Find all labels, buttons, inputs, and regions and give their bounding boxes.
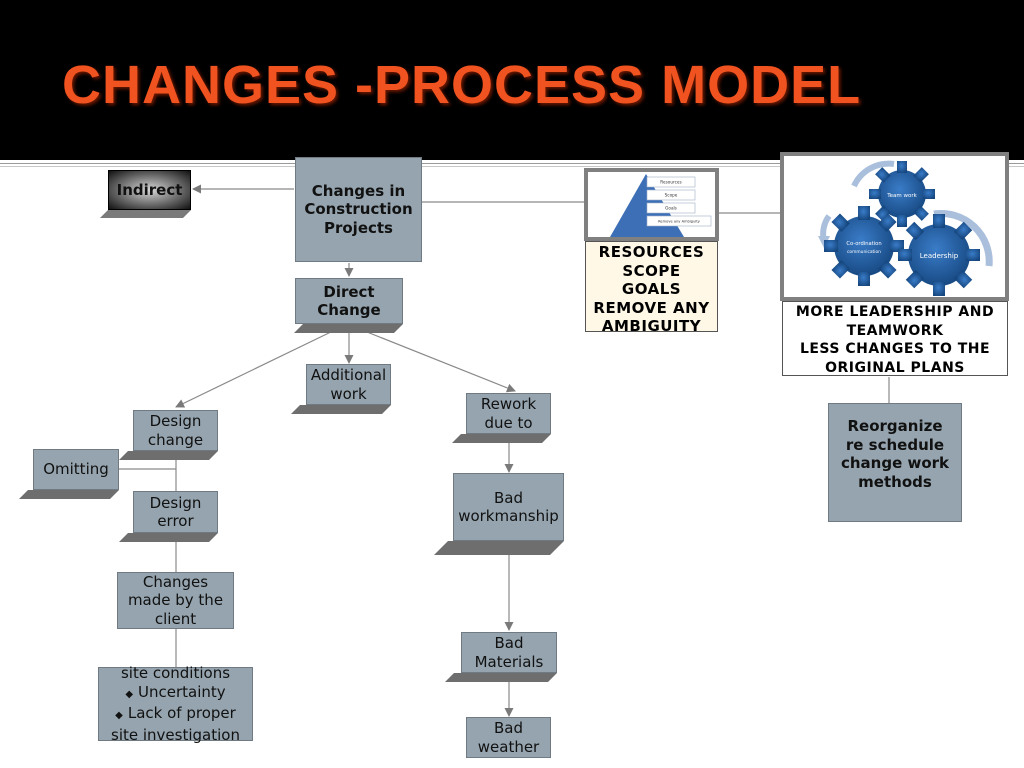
node-line: error <box>157 512 194 530</box>
gears-caption: MORE LEADERSHIP AND TEAMWORK LESS CHANGE… <box>782 301 1008 376</box>
bad-workmanship-node: Bad workmanship <box>453 473 564 541</box>
node-line: Additional <box>310 366 387 384</box>
additional-work-node: Additional work <box>306 364 391 405</box>
node-line: change work <box>840 454 950 472</box>
caption-line: MORE LEADERSHIP AND <box>795 304 995 320</box>
caption-line: REMOVE ANY <box>593 298 710 317</box>
caption-line: RESOURCES <box>598 243 705 261</box>
bullet-text: Uncertainty <box>138 682 226 701</box>
header-band <box>0 0 1024 160</box>
node-line: Materials <box>474 652 544 671</box>
node-line: Changes in <box>311 181 406 200</box>
rework-due-to-node: Rework due to <box>466 393 551 434</box>
design-change-shadow <box>119 451 218 460</box>
caption-line: TEAMWORK <box>846 322 944 339</box>
design-error-shadow <box>119 533 218 542</box>
gears-graphic: Team work Co-ordination communication <box>818 160 993 296</box>
node-line: Changes <box>142 572 209 591</box>
node-line: due to <box>484 413 533 432</box>
site-bullet-item: ◆ Lack of proper <box>115 704 236 726</box>
direct-change-node: Direct Change <box>295 278 403 324</box>
pyramid-level-label: Resources <box>660 180 681 185</box>
indirect-box: Indirect <box>108 170 191 210</box>
node-line: Reorganize <box>847 417 943 435</box>
header-rule-secondary <box>0 166 1024 167</box>
leadership-gear-icon: Leadership <box>898 214 980 296</box>
coordination-gear-icon: Co-ordination communication <box>824 206 904 286</box>
gear-label: communication <box>847 249 881 255</box>
omitting-shadow <box>19 490 119 499</box>
diamond-bullet-icon: ◆ <box>115 710 123 721</box>
design-change-node: Design change <box>133 410 218 451</box>
node-line: Projects <box>323 218 393 237</box>
site-bullet-item: ◆ Uncertainty <box>125 683 225 705</box>
indirect-label: Indirect <box>116 181 183 199</box>
arrow-to-design-change <box>175 329 336 408</box>
rework-shadow <box>452 434 551 443</box>
bad-materials-shadow <box>445 673 557 682</box>
node-line: Bad <box>494 634 524 652</box>
node-line: Design <box>149 412 202 430</box>
node-line: made by the <box>127 591 224 610</box>
gear-label: Co-ordination <box>846 241 881 247</box>
gears-figure-frame: Team work Co-ordination communication <box>780 152 1009 301</box>
gear-label: Team work <box>886 193 917 199</box>
diamond-bullet-icon: ◆ <box>125 688 134 700</box>
site-conditions-tail: site investigation <box>111 725 240 744</box>
indirect-shadow <box>100 210 191 218</box>
node-line: work <box>330 384 367 403</box>
caption-line: AMBIGUITY <box>601 317 702 336</box>
node-line: Bad <box>493 719 523 737</box>
bad-materials-node: Bad Materials <box>461 632 557 673</box>
bad-workmanship-shadow <box>434 541 564 555</box>
pyramid-graphic: Resources Scope Goals Remove any Ambigui… <box>610 174 712 237</box>
caption-line: LESS CHANGES TO THE <box>799 341 991 357</box>
node-line: re schedule <box>845 435 945 454</box>
caption-line: ORIGINAL PLANS <box>825 359 965 376</box>
node-line: change <box>147 430 204 449</box>
caption-line: SCOPE <box>622 261 681 280</box>
site-conditions-heading: site conditions <box>120 664 231 682</box>
reorganize-node: Reorganize re schedule change work metho… <box>828 403 962 522</box>
pyramid-figure-frame: Resources Scope Goals Remove any Ambigui… <box>584 168 719 241</box>
node-line: weather <box>477 737 540 756</box>
cycle-arrow <box>851 160 895 188</box>
node-line: Construction <box>304 200 413 219</box>
teamwork-gear-icon: Team work <box>869 161 935 227</box>
pyramid-level-label: Goals <box>665 206 677 211</box>
node-line: Change <box>317 301 381 319</box>
pyramid-level-box <box>646 176 696 188</box>
omitting-node: Omitting <box>33 449 119 490</box>
slide-title: CHANGES -PROCESS MODEL <box>62 55 862 115</box>
pyramid-level-label: Remove any Ambiguity <box>658 220 701 224</box>
bad-weather-node: Bad weather <box>466 717 551 758</box>
additional-work-shadow <box>291 405 391 414</box>
changes-in-construction-node: Changes in Construction Projects <box>295 157 422 262</box>
node-line: Bad <box>493 488 523 507</box>
pyramid-caption: RESOURCES SCOPE GOALS REMOVE ANY AMBIGUI… <box>585 241 718 335</box>
node-line: client <box>154 609 197 628</box>
node-line: Omitting <box>43 460 109 479</box>
pyramid-level-box <box>646 202 696 214</box>
gear-label: Leadership <box>920 252 959 260</box>
site-conditions-node: site conditions ◆ Uncertainty ◆ Lack of pr… <box>98 664 253 744</box>
pyramid-level-box <box>646 189 696 201</box>
direct-change-shadow <box>294 324 403 333</box>
changes-by-client-node: Changes made by the client <box>117 572 234 629</box>
node-line: Direct <box>323 282 375 301</box>
node-line: workmanship <box>458 507 559 525</box>
node-line: Design <box>149 493 202 512</box>
pyramid-level-box <box>646 215 712 227</box>
bullet-text: Lack of proper <box>127 704 236 722</box>
cycle-arrow <box>933 209 993 267</box>
header-rule <box>0 163 1024 164</box>
design-error-node: Design error <box>133 491 218 533</box>
pyramid-level-label: Scope <box>665 193 678 198</box>
caption-line: GOALS <box>621 280 682 299</box>
node-line: Rework <box>480 395 537 413</box>
node-line: methods <box>858 472 932 491</box>
arrow-to-rework <box>361 329 516 393</box>
